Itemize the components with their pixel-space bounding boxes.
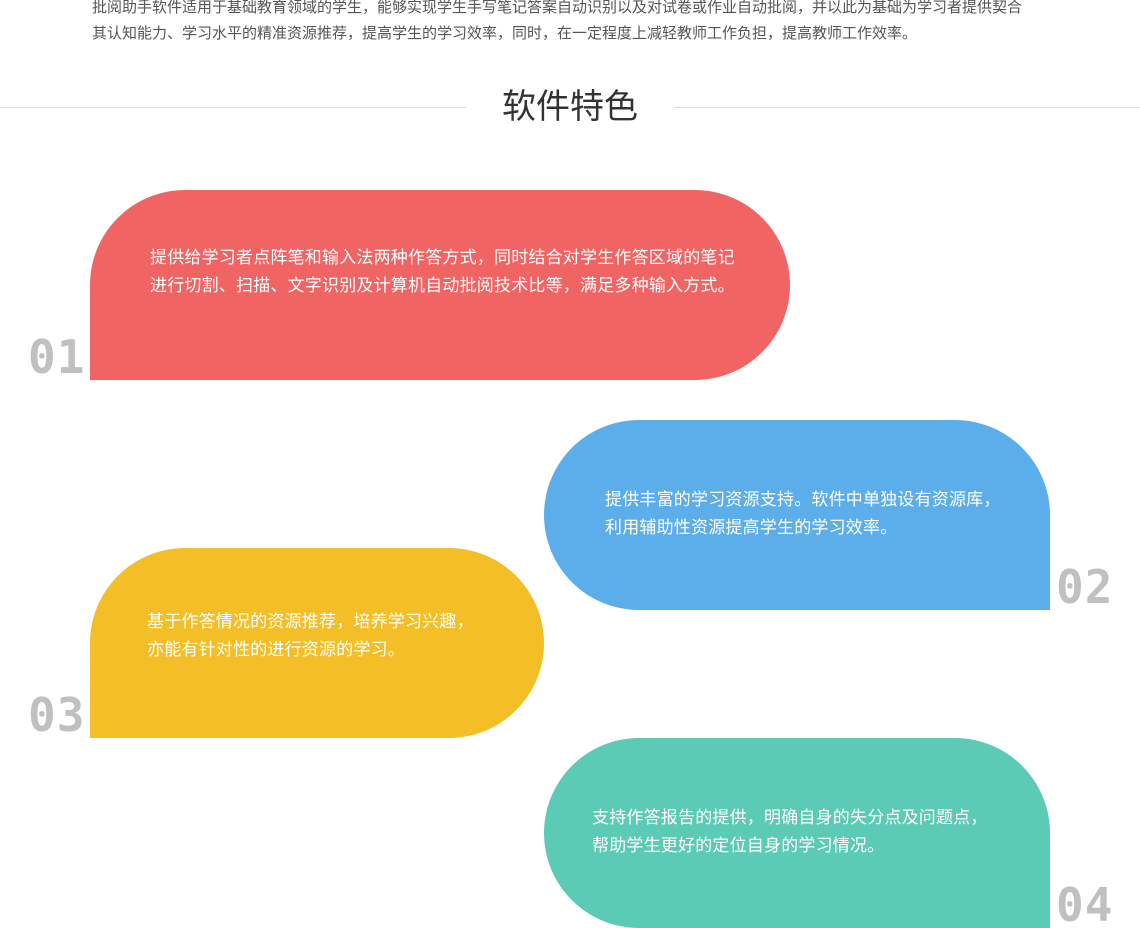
title-divider-left (0, 107, 466, 108)
title-divider-right (674, 107, 1140, 108)
section-title: 软件特色 (502, 87, 638, 127)
feature-text-4: 支持作答报告的提供，明确自身的失分点及问题点，帮助学生更好的定位自身的学习情况。 (592, 808, 988, 856)
intro-line-1: 批阅助手软件适用于基础教育领域的学生，能够实现学生手写笔记答案自动识别以及对试卷… (92, 0, 1023, 16)
feature-number-2: 02 (1056, 560, 1114, 614)
feature-number-3: 03 (28, 688, 86, 742)
feature-number-1: 01 (28, 330, 86, 384)
intro-line-2: 其认知能力、学习水平的精准资源推荐，提高学生的学习效率，同时，在一定程度上减轻教… (92, 24, 918, 42)
feature-card-2: 提供丰富的学习资源支持。软件中单独设有资源库，利用辅助性资源提高学生的学习效率。 (544, 420, 1050, 610)
feature-card-1: 提供给学习者点阵笔和输入法两种作答方式，同时结合对学生作答区域的笔记进行切割、扫… (90, 190, 790, 380)
intro-paragraph: 批阅助手软件适用于基础教育领域的学生，能够实现学生手写笔记答案自动识别以及对试卷… (92, 0, 1092, 46)
feature-number-4: 04 (1056, 878, 1114, 928)
feature-text-3: 基于作答情况的资源推荐，培养学习兴趣，亦能有针对性的进行资源的学习。 (147, 612, 474, 660)
feature-text-1: 提供给学习者点阵笔和输入法两种作答方式，同时结合对学生作答区域的笔记进行切割、扫… (150, 248, 735, 296)
feature-card-4: 支持作答报告的提供，明确自身的失分点及问题点，帮助学生更好的定位自身的学习情况。 (544, 738, 1050, 928)
feature-card-3: 基于作答情况的资源推荐，培养学习兴趣，亦能有针对性的进行资源的学习。 (90, 548, 544, 738)
feature-text-2: 提供丰富的学习资源支持。软件中单独设有资源库，利用辅助性资源提高学生的学习效率。 (605, 490, 1001, 538)
section-header: 软件特色 (0, 84, 1140, 130)
